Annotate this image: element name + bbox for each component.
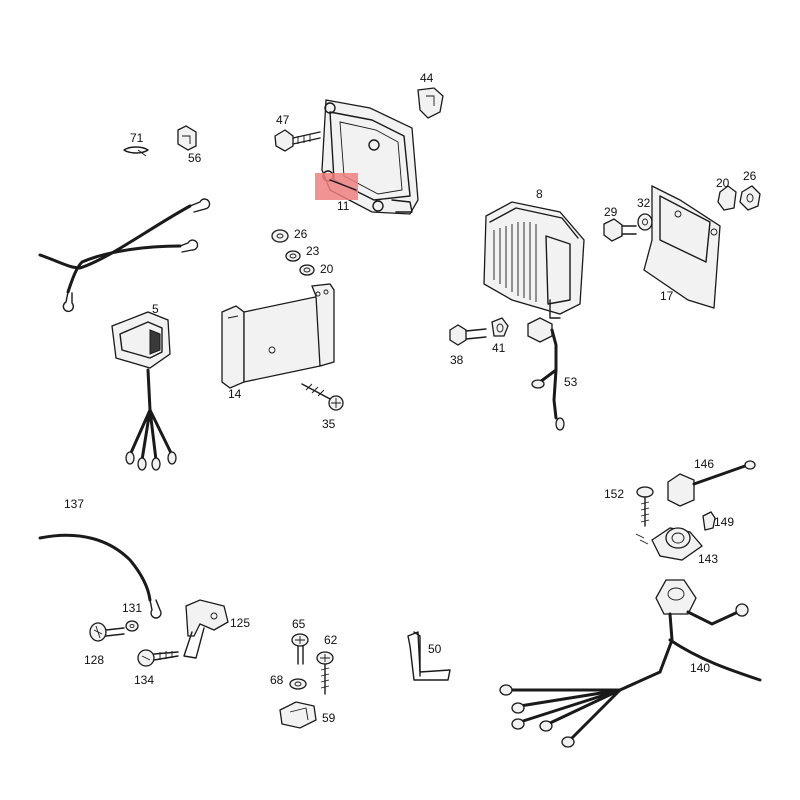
part-65-screw xyxy=(291,633,309,665)
label-17: 17 xyxy=(660,289,674,303)
part-14-bracket xyxy=(221,283,335,389)
label-140: 140 xyxy=(690,661,710,675)
part-56-holder xyxy=(177,125,197,151)
part-44-clip xyxy=(417,87,444,119)
label-44: 44 xyxy=(420,71,434,85)
highlight-box xyxy=(315,173,358,200)
label-11: 11 xyxy=(337,199,350,213)
part-8-relay-box xyxy=(483,201,585,319)
label-137: 137 xyxy=(64,497,84,511)
part-143-socket xyxy=(635,527,703,561)
part-149-pin xyxy=(702,511,716,531)
label-26-mid: 26 xyxy=(294,227,308,241)
label-32: 32 xyxy=(637,196,651,210)
part-140-harness xyxy=(499,579,762,748)
parts-26-23-20-washers xyxy=(271,229,315,276)
label-125: 125 xyxy=(230,616,250,630)
label-56: 56 xyxy=(188,151,202,165)
label-134: 134 xyxy=(134,673,154,687)
label-35: 35 xyxy=(322,417,336,431)
label-53: 53 xyxy=(564,375,578,389)
part-53-sensor-wire xyxy=(527,317,565,431)
label-149: 149 xyxy=(714,515,734,529)
label-146: 146 xyxy=(694,457,714,471)
label-20-mid: 20 xyxy=(320,262,334,276)
upper-left-wiring xyxy=(38,198,211,313)
label-5: 5 xyxy=(152,302,159,316)
label-62: 62 xyxy=(324,633,338,647)
part-131-washer xyxy=(125,620,139,632)
label-128: 128 xyxy=(84,653,104,667)
parts-20-26-right xyxy=(717,185,761,211)
label-20-right: 20 xyxy=(716,176,730,190)
label-68: 68 xyxy=(270,673,284,687)
part-labels: 44 47 11 71 56 8 32 20 26 29 17 26 23 20… xyxy=(64,71,757,725)
part-146-connector-lead xyxy=(667,460,756,507)
label-8: 8 xyxy=(536,187,543,201)
label-59: 59 xyxy=(322,711,336,725)
part-62-screw xyxy=(316,651,334,695)
label-47: 47 xyxy=(276,113,290,127)
part-35-screw xyxy=(301,383,344,411)
part-59-clip xyxy=(279,701,317,729)
part-128-screw xyxy=(89,622,125,642)
label-143: 143 xyxy=(698,552,718,566)
part-11-control-unit xyxy=(315,99,419,215)
part-137-ground-lead xyxy=(38,533,162,619)
part-29-bolt xyxy=(603,218,637,242)
label-41: 41 xyxy=(492,341,506,355)
label-152: 152 xyxy=(604,487,624,501)
label-26-right: 26 xyxy=(743,169,757,183)
label-65: 65 xyxy=(292,617,306,631)
part-152-screw xyxy=(636,486,654,527)
part-47-bolt xyxy=(274,129,321,152)
part-68-washer xyxy=(289,678,307,690)
label-14: 14 xyxy=(228,387,242,401)
part-71-clip xyxy=(123,146,149,157)
label-38: 38 xyxy=(450,353,464,367)
part-134-screw xyxy=(137,649,179,667)
label-131: 131 xyxy=(122,601,142,615)
part-32-washer xyxy=(637,213,653,231)
label-29: 29 xyxy=(604,205,618,219)
part-5-connector xyxy=(111,311,177,471)
part-125-connector xyxy=(183,599,229,659)
part-38-bolt xyxy=(449,324,487,346)
label-71: 71 xyxy=(130,131,144,145)
part-41-nut xyxy=(491,317,509,337)
part-50-bracket xyxy=(407,631,451,681)
label-50: 50 xyxy=(428,642,442,656)
label-23: 23 xyxy=(306,244,320,258)
part-17-bracket-plate xyxy=(643,184,721,309)
